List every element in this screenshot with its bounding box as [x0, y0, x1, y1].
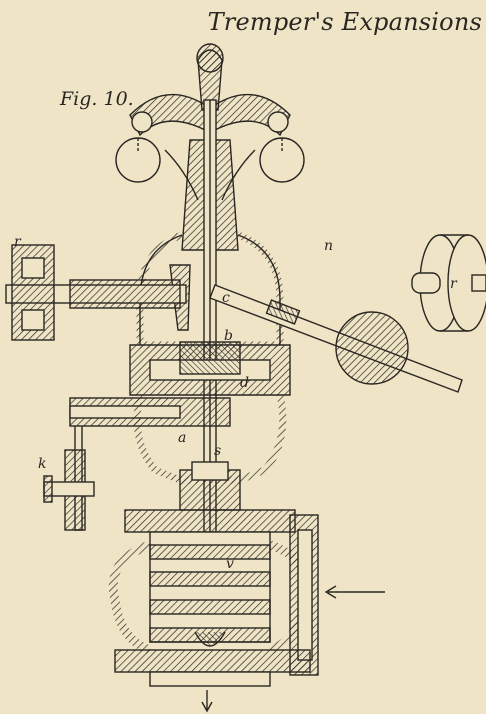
- middle-chamber: [129, 341, 291, 396]
- label-d: d: [240, 375, 249, 391]
- plate-title: Tremper's Expansions: [207, 8, 482, 36]
- governor-balls: [115, 137, 305, 201]
- figure-label: Fig. 10.: [60, 88, 134, 110]
- right-pulley: [411, 234, 486, 332]
- label-r-right: r: [450, 276, 458, 292]
- flow-arrows: [201, 585, 385, 713]
- lower-casing: [133, 394, 287, 511]
- lower-shaft: [43, 397, 231, 531]
- label-a: a: [178, 430, 186, 446]
- label-r-left: r: [14, 234, 22, 250]
- label-n: n: [324, 238, 333, 254]
- annotation-letters: r r n c b d a s k v: [14, 234, 458, 572]
- label-b: b: [224, 328, 233, 344]
- label-v: v: [226, 556, 234, 572]
- governor-head: [129, 43, 291, 137]
- lever-weight: [209, 284, 463, 393]
- label-k: k: [38, 456, 46, 472]
- label-s: s: [214, 443, 221, 459]
- base-cylinder: [108, 509, 319, 687]
- left-shaft: [5, 244, 187, 341]
- label-c: c: [222, 290, 230, 306]
